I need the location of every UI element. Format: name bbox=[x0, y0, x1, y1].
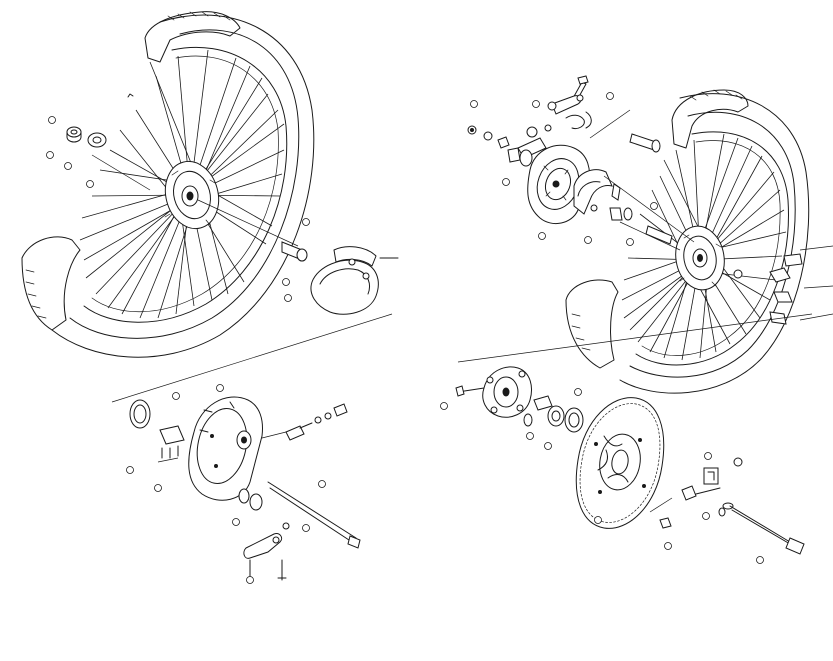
callout-marker bbox=[126, 466, 134, 474]
front-brake-panel-group bbox=[129, 396, 361, 581]
callout-marker bbox=[302, 218, 310, 226]
rear-tire-section-top bbox=[671, 89, 749, 149]
callout-marker bbox=[702, 512, 710, 520]
rear-brake-shoes bbox=[573, 169, 621, 215]
rear-brake-top-group bbox=[467, 75, 661, 225]
rear-wheel bbox=[565, 89, 833, 394]
callout-marker bbox=[526, 432, 534, 440]
callout-marker bbox=[64, 162, 72, 170]
callout-marker bbox=[544, 442, 552, 450]
callout-marker bbox=[302, 524, 310, 532]
callout-marker bbox=[246, 576, 254, 584]
front-wheel bbox=[21, 11, 315, 358]
speedometer-gear bbox=[157, 425, 185, 463]
front-brake-shoes bbox=[310, 246, 399, 315]
callout-marker bbox=[532, 100, 540, 108]
callout-marker bbox=[216, 384, 224, 392]
callout-marker bbox=[704, 452, 712, 460]
brake-cam-parts bbox=[261, 403, 348, 441]
front-nut bbox=[66, 126, 82, 143]
rear-tire bbox=[619, 93, 810, 394]
front-tire-section-top bbox=[144, 11, 241, 63]
front-dust-seal bbox=[87, 132, 107, 148]
callout-marker bbox=[86, 180, 94, 188]
rear-hub-dampers bbox=[733, 245, 833, 325]
front-brake-panel bbox=[188, 396, 263, 501]
callout-marker bbox=[440, 402, 448, 410]
front-oil-seal bbox=[129, 399, 151, 429]
callout-marker bbox=[48, 116, 56, 124]
callout-marker bbox=[584, 236, 592, 244]
callout-marker bbox=[282, 278, 290, 286]
callout-marker bbox=[626, 238, 634, 246]
callout-marker bbox=[172, 392, 180, 400]
rear-sprocket-hub bbox=[482, 366, 532, 418]
rear-tire-section-bottom bbox=[565, 279, 619, 369]
callout-marker bbox=[154, 484, 162, 492]
callout-marker bbox=[284, 294, 292, 302]
callout-marker bbox=[574, 388, 582, 396]
front-hub bbox=[164, 160, 220, 230]
front-tire bbox=[51, 14, 315, 358]
callout-marker bbox=[502, 178, 510, 186]
callout-marker bbox=[46, 151, 54, 159]
callout-marker bbox=[470, 100, 478, 108]
front-axle-parts bbox=[66, 93, 399, 315]
rear-axle-assembly bbox=[681, 457, 805, 555]
callout-marker bbox=[756, 556, 764, 564]
callout-marker bbox=[538, 232, 546, 240]
rear-sprocket-group bbox=[455, 366, 805, 555]
callout-markers bbox=[46, 92, 764, 584]
front-spacer bbox=[281, 241, 308, 262]
front-tire-section-bottom bbox=[21, 236, 81, 331]
callout-marker bbox=[606, 92, 614, 100]
front-brake-arm bbox=[243, 522, 290, 581]
callout-marker bbox=[650, 202, 658, 210]
front-axle-bolt bbox=[267, 481, 361, 549]
callout-marker bbox=[318, 480, 326, 488]
callout-marker bbox=[594, 516, 602, 524]
rear-sprocket bbox=[575, 397, 665, 529]
rear-hub bbox=[675, 225, 725, 291]
front-rim bbox=[83, 46, 288, 323]
callout-marker bbox=[232, 518, 240, 526]
callout-marker bbox=[664, 542, 672, 550]
front-collar bbox=[238, 488, 263, 511]
